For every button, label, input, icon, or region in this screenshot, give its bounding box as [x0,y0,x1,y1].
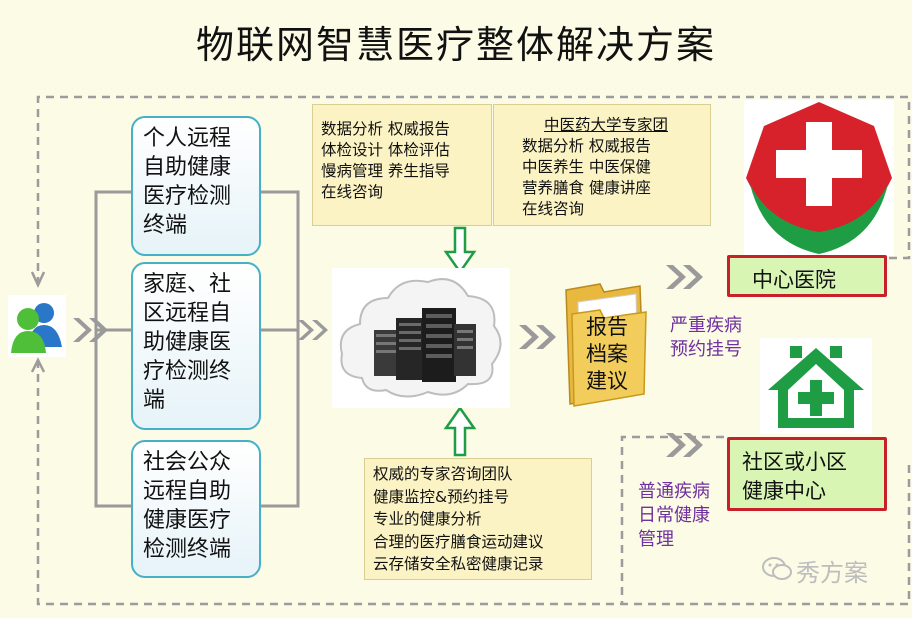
chevron-icon [666,433,703,457]
wechat-icon [762,557,792,580]
cloud-server-icon [332,268,510,408]
terminal-line: 远程自助 [143,479,232,504]
terminal-line: 区远程自 [143,301,232,326]
folder-line: 报告 [586,315,628,339]
watermark-text: 秀方案 [796,559,868,587]
tcm-heading: 中医药大学专家团 [544,116,669,134]
tcm-experts-note: 中医药大学专家团 数据分析 权威报告 中医养生 中医保健 营养膳食 健康讲座 在… [493,104,711,226]
service-line: 慢病管理 养生指导 [321,162,450,180]
chevron-icon [666,265,703,289]
chevron-icon [519,325,556,349]
tcm-line: 中医养生 中医保健 [522,158,651,176]
note-line: 预约挂号 [670,339,742,360]
benefit-line: 合理的医疗膳食运动建议 [373,532,544,551]
tcm-line: 数据分析 权威报告 [522,137,651,155]
note-line: 严重疾病 [670,315,742,336]
services-note: 数据分析 权威报告 体检设计 体检评估 慢病管理 养生指导 在线咨询 [312,104,492,226]
folder-line: 建议 [586,369,628,393]
folder-line: 档案 [586,342,628,366]
users-icon [8,295,66,357]
service-line: 体检设计 体检评估 [321,141,450,159]
tcm-line: 在线咨询 [522,200,585,218]
page-title: 物联网智慧医疗整体解决方案 [195,23,716,67]
community-label-line: 社区或小区 [742,450,847,474]
family-community-terminal-box: 家庭、社 区远程自 助健康医 疗检测终 端 [131,262,261,430]
red-cross-hospital-icon [744,100,894,256]
community-center-note: 普通疾病 日常健康 管理 [638,480,710,552]
terminal-line: 健康医疗 [143,508,232,533]
folder-icon [565,283,647,407]
left-bracket [94,190,131,508]
central-hospital-note: 严重疾病 预约挂号 [670,314,742,362]
feedback-loop-dashed-bottom [36,360,911,606]
terminal-line: 医疗检测 [143,184,232,209]
benefit-line: 权威的专家咨询团队 [373,465,513,483]
terminal-line: 端 [143,388,166,413]
note-line: 管理 [638,529,674,550]
benefit-line: 云存储安全私密健康记录 [373,555,544,573]
benefit-line: 健康监控&预约挂号 [373,487,510,506]
central-hospital-label: 中心医院 [727,255,887,297]
benefit-line: 专业的健康分析 [373,510,482,528]
public-terminal-box: 社会公众 远程自助 健康医疗 检测终端 [131,440,261,578]
terminal-line: 检测终端 [143,537,232,562]
note-line: 普通疾病 [638,481,710,502]
chevron-icon [298,320,328,340]
service-line: 数据分析 权威报告 [321,120,450,138]
terminal-line: 自助健康 [143,155,232,180]
community-label-line: 健康中心 [742,479,826,503]
community-center-label: 社区或小区 健康中心 [727,437,887,511]
community-house-icon [760,338,872,434]
benefits-note: 权威的专家咨询团队 健康监控&预约挂号 专业的健康分析 合理的医疗膳食运动建议 … [364,458,592,580]
report-folder-label: 报告 档案 建议 [586,314,628,395]
right-bracket [261,190,300,508]
terminal-line: 助健康医 [143,330,232,355]
terminal-line: 社会公众 [143,450,232,475]
arrow-down-icon [443,226,477,275]
personal-terminal-box: 个人远程 自助健康 医疗检测 终端 [131,116,261,256]
arrow-up-icon [443,405,477,457]
terminal-line: 疗检测终 [143,359,232,384]
chevron-icon [73,318,108,342]
terminal-line: 个人远程 [143,126,232,151]
terminal-line: 家庭、社 [143,272,232,297]
service-line: 在线咨询 [321,183,384,201]
tcm-line: 营养膳食 健康讲座 [522,179,651,197]
note-line: 日常健康 [638,505,710,526]
terminal-line: 终端 [143,213,188,238]
